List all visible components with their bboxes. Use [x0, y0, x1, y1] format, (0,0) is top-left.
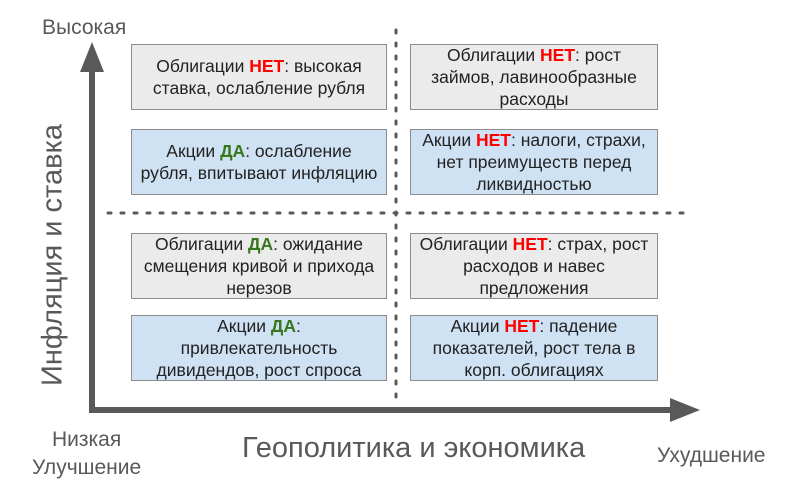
x-axis-title: Геополитика и экономика	[242, 432, 586, 464]
cell-asset: Акции	[422, 130, 472, 150]
x-axis-low-label: Низкая	[52, 428, 122, 451]
cell-asset: Акции	[450, 316, 500, 336]
cell-asset: Облигации	[155, 234, 244, 254]
cell-verdict: НЕТ	[540, 45, 576, 65]
cell-text: : привлекательность дивидендов, рост спр…	[156, 316, 362, 380]
cell-text: : высокая ставка, ослабление рубля	[152, 56, 366, 98]
cell-text: : страх, рост расходов и навес предложен…	[463, 234, 649, 298]
cell-verdict: ДА	[220, 141, 246, 161]
cell-text: : падение показателей, рост тела в корп.…	[432, 316, 636, 380]
cell-verdict: НЕТ	[512, 234, 548, 254]
cell-text: : рост займов, лавинообразные расходы	[431, 45, 637, 109]
cell-bottom-left-stocks: Акции ДА: привлекательность дивидендов, …	[131, 315, 387, 381]
cell-asset: Акции	[217, 316, 267, 336]
cell-top-right-stocks: Акции НЕТ: налоги, страхи, нет преимущес…	[410, 129, 658, 195]
cell-bottom-left-bonds: Облигации ДА: ожидание смещения кривой и…	[131, 233, 387, 299]
cell-bottom-right-bonds: Облигации НЕТ: страх, рост расходов и на…	[410, 233, 658, 299]
cell-asset: Облигации	[419, 234, 508, 254]
cell-top-left-stocks: Акции ДА: ослабление рубля, впитывают ин…	[131, 129, 387, 195]
x-axis-low-sublabel: Улучшение	[32, 456, 142, 479]
cell-asset: Облигации	[156, 56, 245, 76]
cell-verdict: НЕТ	[504, 316, 540, 336]
y-axis-high-label: Высокая	[42, 16, 127, 39]
cell-bottom-right-stocks: Акции НЕТ: падение показателей, рост тел…	[410, 315, 658, 381]
cell-text: : ослабление рубля, впитывают инфляцию	[140, 141, 378, 183]
cell-verdict: ДА	[248, 234, 274, 254]
y-axis-arrowhead	[80, 42, 104, 72]
cell-verdict: ДА	[270, 316, 296, 336]
cell-text: : ожидание смещения кривой и прихода нер…	[143, 234, 375, 298]
cell-top-left-bonds: Облигации НЕТ: высокая ставка, ослаблени…	[131, 44, 387, 110]
cell-asset: Облигации	[447, 45, 536, 65]
cell-text: : налоги, страхи, нет преимуществ перед …	[436, 130, 646, 194]
cell-verdict: НЕТ	[249, 56, 285, 76]
x-axis-high-label: Ухудшение	[657, 444, 766, 467]
x-axis-arrowhead	[670, 398, 700, 422]
cell-top-right-bonds: Облигации НЕТ: рост займов, лавинообразн…	[410, 44, 658, 110]
cell-verdict: НЕТ	[476, 130, 511, 150]
cell-asset: Акции	[166, 141, 216, 161]
